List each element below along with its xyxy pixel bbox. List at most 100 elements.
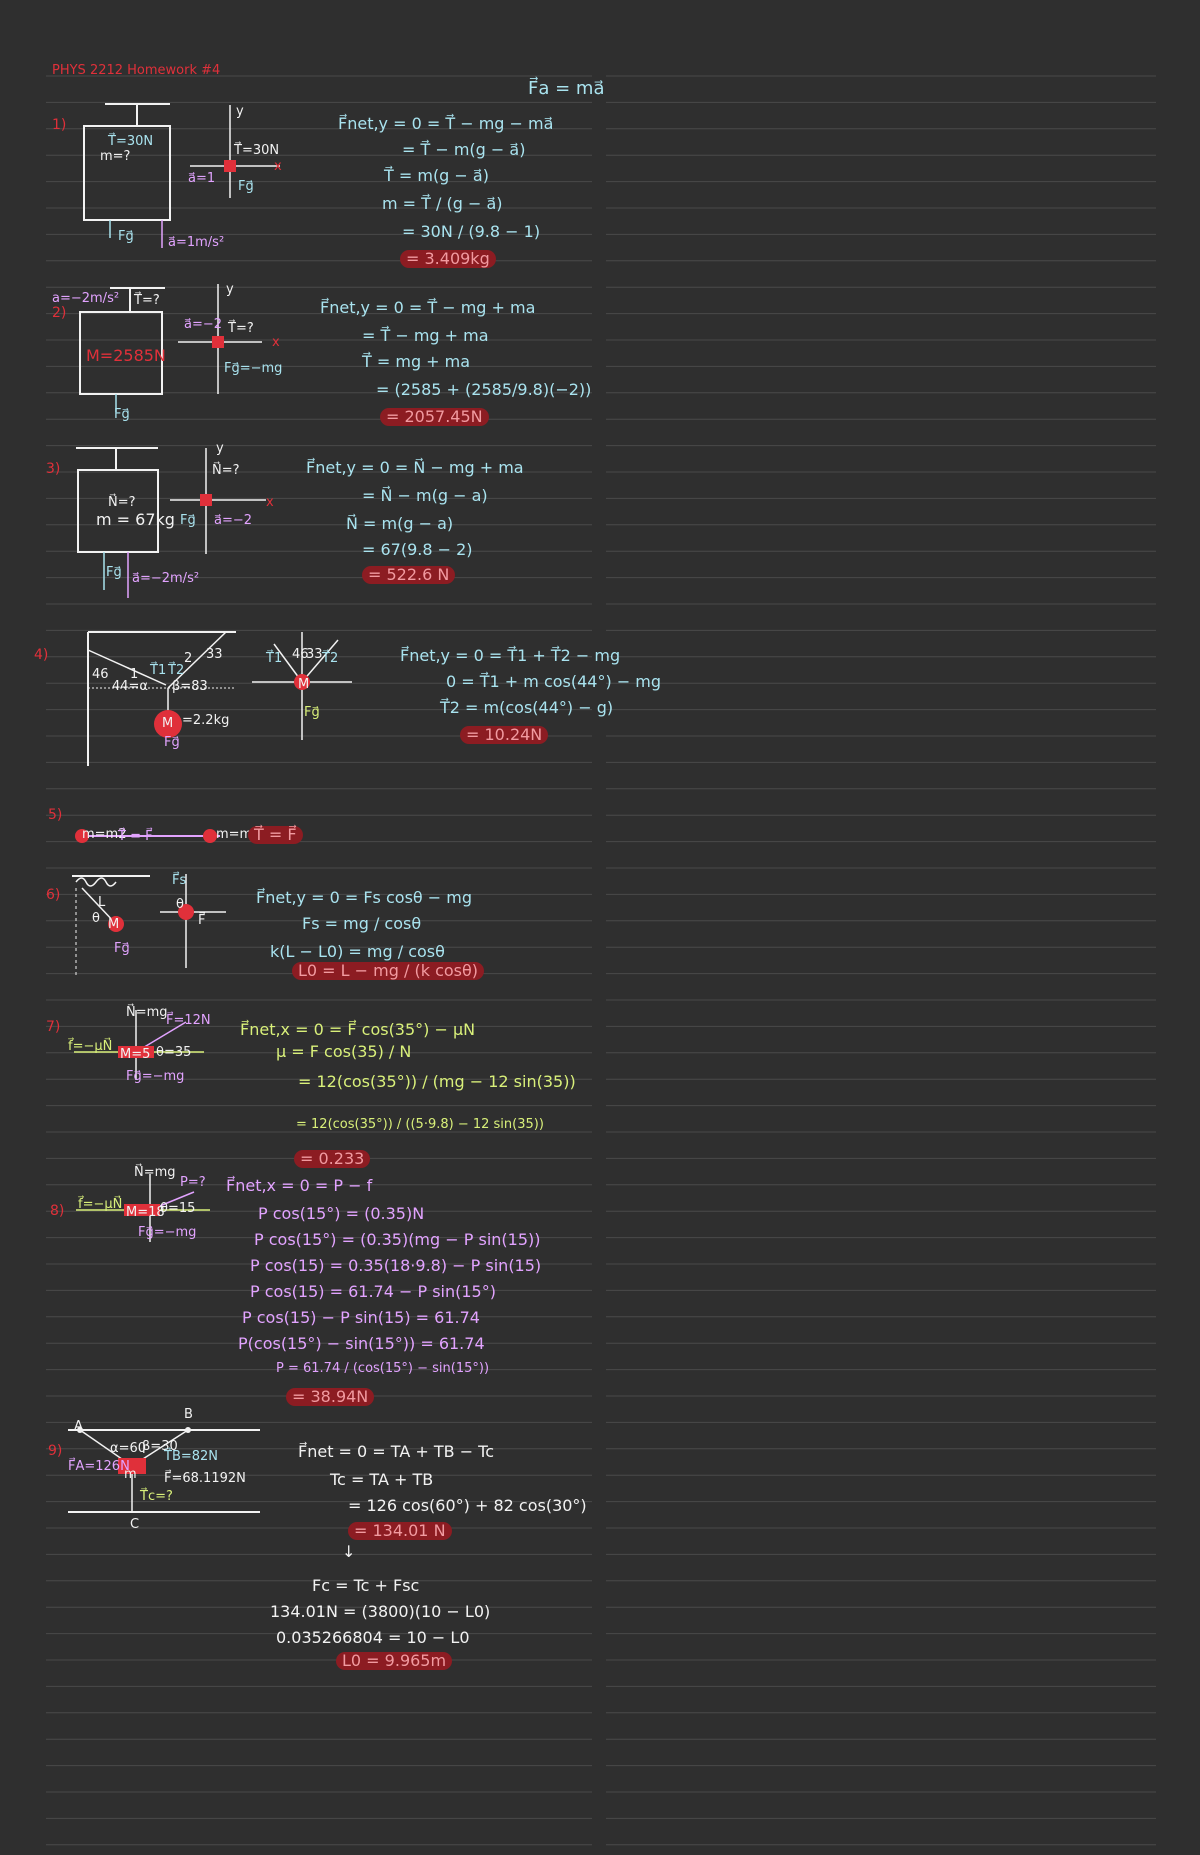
p2-tension-label: T⃗=? [134,293,160,308]
problem-5-diagram [75,829,220,843]
p3-fbd-y: y [216,441,224,456]
p9-arrow: ↓ [342,1542,356,1561]
p1-fbd-accel: a⃗=1 [188,171,216,186]
p4-t1: T⃗1 [150,663,167,678]
p4-angle2: 33 [206,647,223,662]
problem-8-number: 8) [50,1203,65,1219]
p4-fbd-weight: Fg⃗ [304,705,320,720]
p8-line-3: P cos(15°) = (0.35)(mg − P sin(15)) [254,1230,541,1249]
p2-line-3: T⃗ = mg + ma [362,352,471,371]
p3-fbd-accel: a⃗=−2 [214,513,253,528]
p8-line-5: P cos(15) = 61.74 − P sin(15°) [250,1282,496,1301]
p6-theta2: θ [176,897,184,912]
p7-line-3: = 12(cos(35°)) / (mg − 12 sin(35)) [298,1072,576,1091]
p5-answer: T⃗ = F⃗ [248,826,303,844]
p8-answer: = 38.94N [286,1388,375,1406]
p4-fbd-a1: 46 [292,647,309,662]
p2-line-2: = T⃗ − mg + ma [362,326,489,345]
p6-mass: M [108,917,120,932]
p1-answer: = 3.409kg [400,250,496,268]
p7-line-4: = 12(cos(35°)) / ((5·9.8) − 12 sin(35)) [296,1117,544,1132]
p5-m2: m=m2 [82,827,127,842]
p9-f: F⃗=68.1192N [164,1471,246,1486]
problem-9-number: 9) [48,1443,63,1459]
p3-mass-label: m = 67kg [96,510,175,529]
p9-answer-2: L0 = 9.965m [336,1652,453,1670]
problem-7-diagram [74,1010,204,1080]
p3-line-3: N⃗ = m(g − a) [346,514,454,533]
p4-mass-value: =2.2kg [182,713,230,728]
p2-weight-label: Fg⃗ [114,407,130,422]
p9-line-2: Tc = TA + TB [330,1470,434,1489]
p1-fbd-tension: T⃗=30N [234,143,280,158]
p9-a: A [74,1419,83,1434]
p8-line-1: F⃗net,x = 0 = P − f [226,1176,373,1195]
p8-angle: θ=15 [160,1201,196,1216]
p3-fbd-x: x [266,495,274,510]
p8-normal: N⃗=mg [134,1165,176,1180]
p3-fbd-weight: Fg⃗ [180,513,196,528]
p3-line-4: = 67(9.8 − 2) [362,540,473,559]
p4-weight: Fg⃗ [164,735,180,750]
p4-mass: M [162,716,174,731]
p8-line-2: P cos(15°) = (0.35)N [258,1204,425,1223]
p4-angle1: 46 [92,667,109,682]
p3-answer: = 522.6 N [362,566,456,584]
p9-tc: T⃗c=? [140,1489,173,1504]
p1-fbd-weight: Fg⃗ [238,179,254,194]
p1-mass-label: m=? [100,149,131,164]
p8-line-6: P cos(15) − P sin(15) = 61.74 [242,1308,480,1327]
p7-angle: θ=35 [156,1045,192,1060]
problem-8-diagram [76,1174,210,1242]
p4-line-2: 0 = T⃗1 + m cos(44°) − mg [446,672,662,691]
p1-line-4: m = T⃗ / (g − a⃗) [382,194,503,213]
p4-idx1: 1 [130,667,139,682]
p6-theta: θ [92,911,100,926]
p2-answer: = 2057.45N [380,408,489,426]
p8-line-8: P = 61.74 / (cos(15°) − sin(15°)) [276,1361,490,1376]
p3-accel-label: a⃗=−2m/s² [132,571,200,586]
p9-mass: m [124,1467,137,1482]
p1-fbd-x: x [274,159,282,174]
p4-beta: β=83 [172,679,208,694]
problem-2-diagram [79,284,262,412]
p8-friction: f⃗=−μN⃗ [78,1197,123,1212]
p9-c: C [130,1517,140,1532]
problem-6-number: 6) [46,887,61,903]
problem-1-number: 1) [52,117,67,133]
p7-force: F⃗=12N [166,1013,211,1028]
newton-formula: F⃗a = ma⃗ [528,78,605,99]
p1-accel-label: a⃗=1m/s² [168,235,225,250]
p7-normal: N⃗=mg [126,1005,168,1020]
p9-tb: T⃗B=82N [164,1449,219,1464]
p1-weight-label: Fg⃗ [118,229,134,244]
p7-answer: = 0.233 [294,1150,371,1168]
p2-fbd-accel: a⃗=−2 [184,317,223,332]
p7-line-2: μ = F cos(35) / N [276,1042,412,1061]
p1-line-1: F⃗net,y = 0 = T⃗ − mg − ma⃗ [338,114,554,133]
p3-weight-label: Fg⃗ [106,565,122,580]
p2-fbd-tension: T⃗=? [228,321,254,336]
p4-line-3: T⃗2 = m(cos(44°) − g) [440,698,614,717]
p6-l: L [98,895,106,910]
p4-idx2: 2 [184,651,193,666]
p4-fbd-t1: T⃗1 [266,651,283,666]
problem-1-diagram [83,103,280,248]
p4-fbd-mass: M [298,677,310,692]
p9-beta: β=30 [142,1439,178,1454]
p9-line-5: 134.01N = (3800)(10 − L0) [270,1602,491,1621]
problem-6-diagram [72,874,226,978]
p9-ta: F⃗A=126N [68,1459,130,1474]
p2-fbd-y: y [226,282,234,297]
problem-5-number: 5) [48,807,63,823]
problem-4-number: 4) [34,647,49,663]
p7-mass: M=5 [120,1047,151,1062]
p8-p: P=? [180,1175,206,1190]
problem-2-number: 2) [52,305,67,321]
p6-answer: L0 = L − mg / (k cosθ) [292,962,485,980]
p9-line-4: Fc = Tc + Fsc [312,1576,420,1595]
p1-line-2: = T⃗ − m(g − a⃗) [402,140,526,159]
p3-line-1: F⃗net,y = 0 = N⃗ − mg + ma [306,458,524,477]
p3-normal-label: N⃗=? [108,495,136,510]
